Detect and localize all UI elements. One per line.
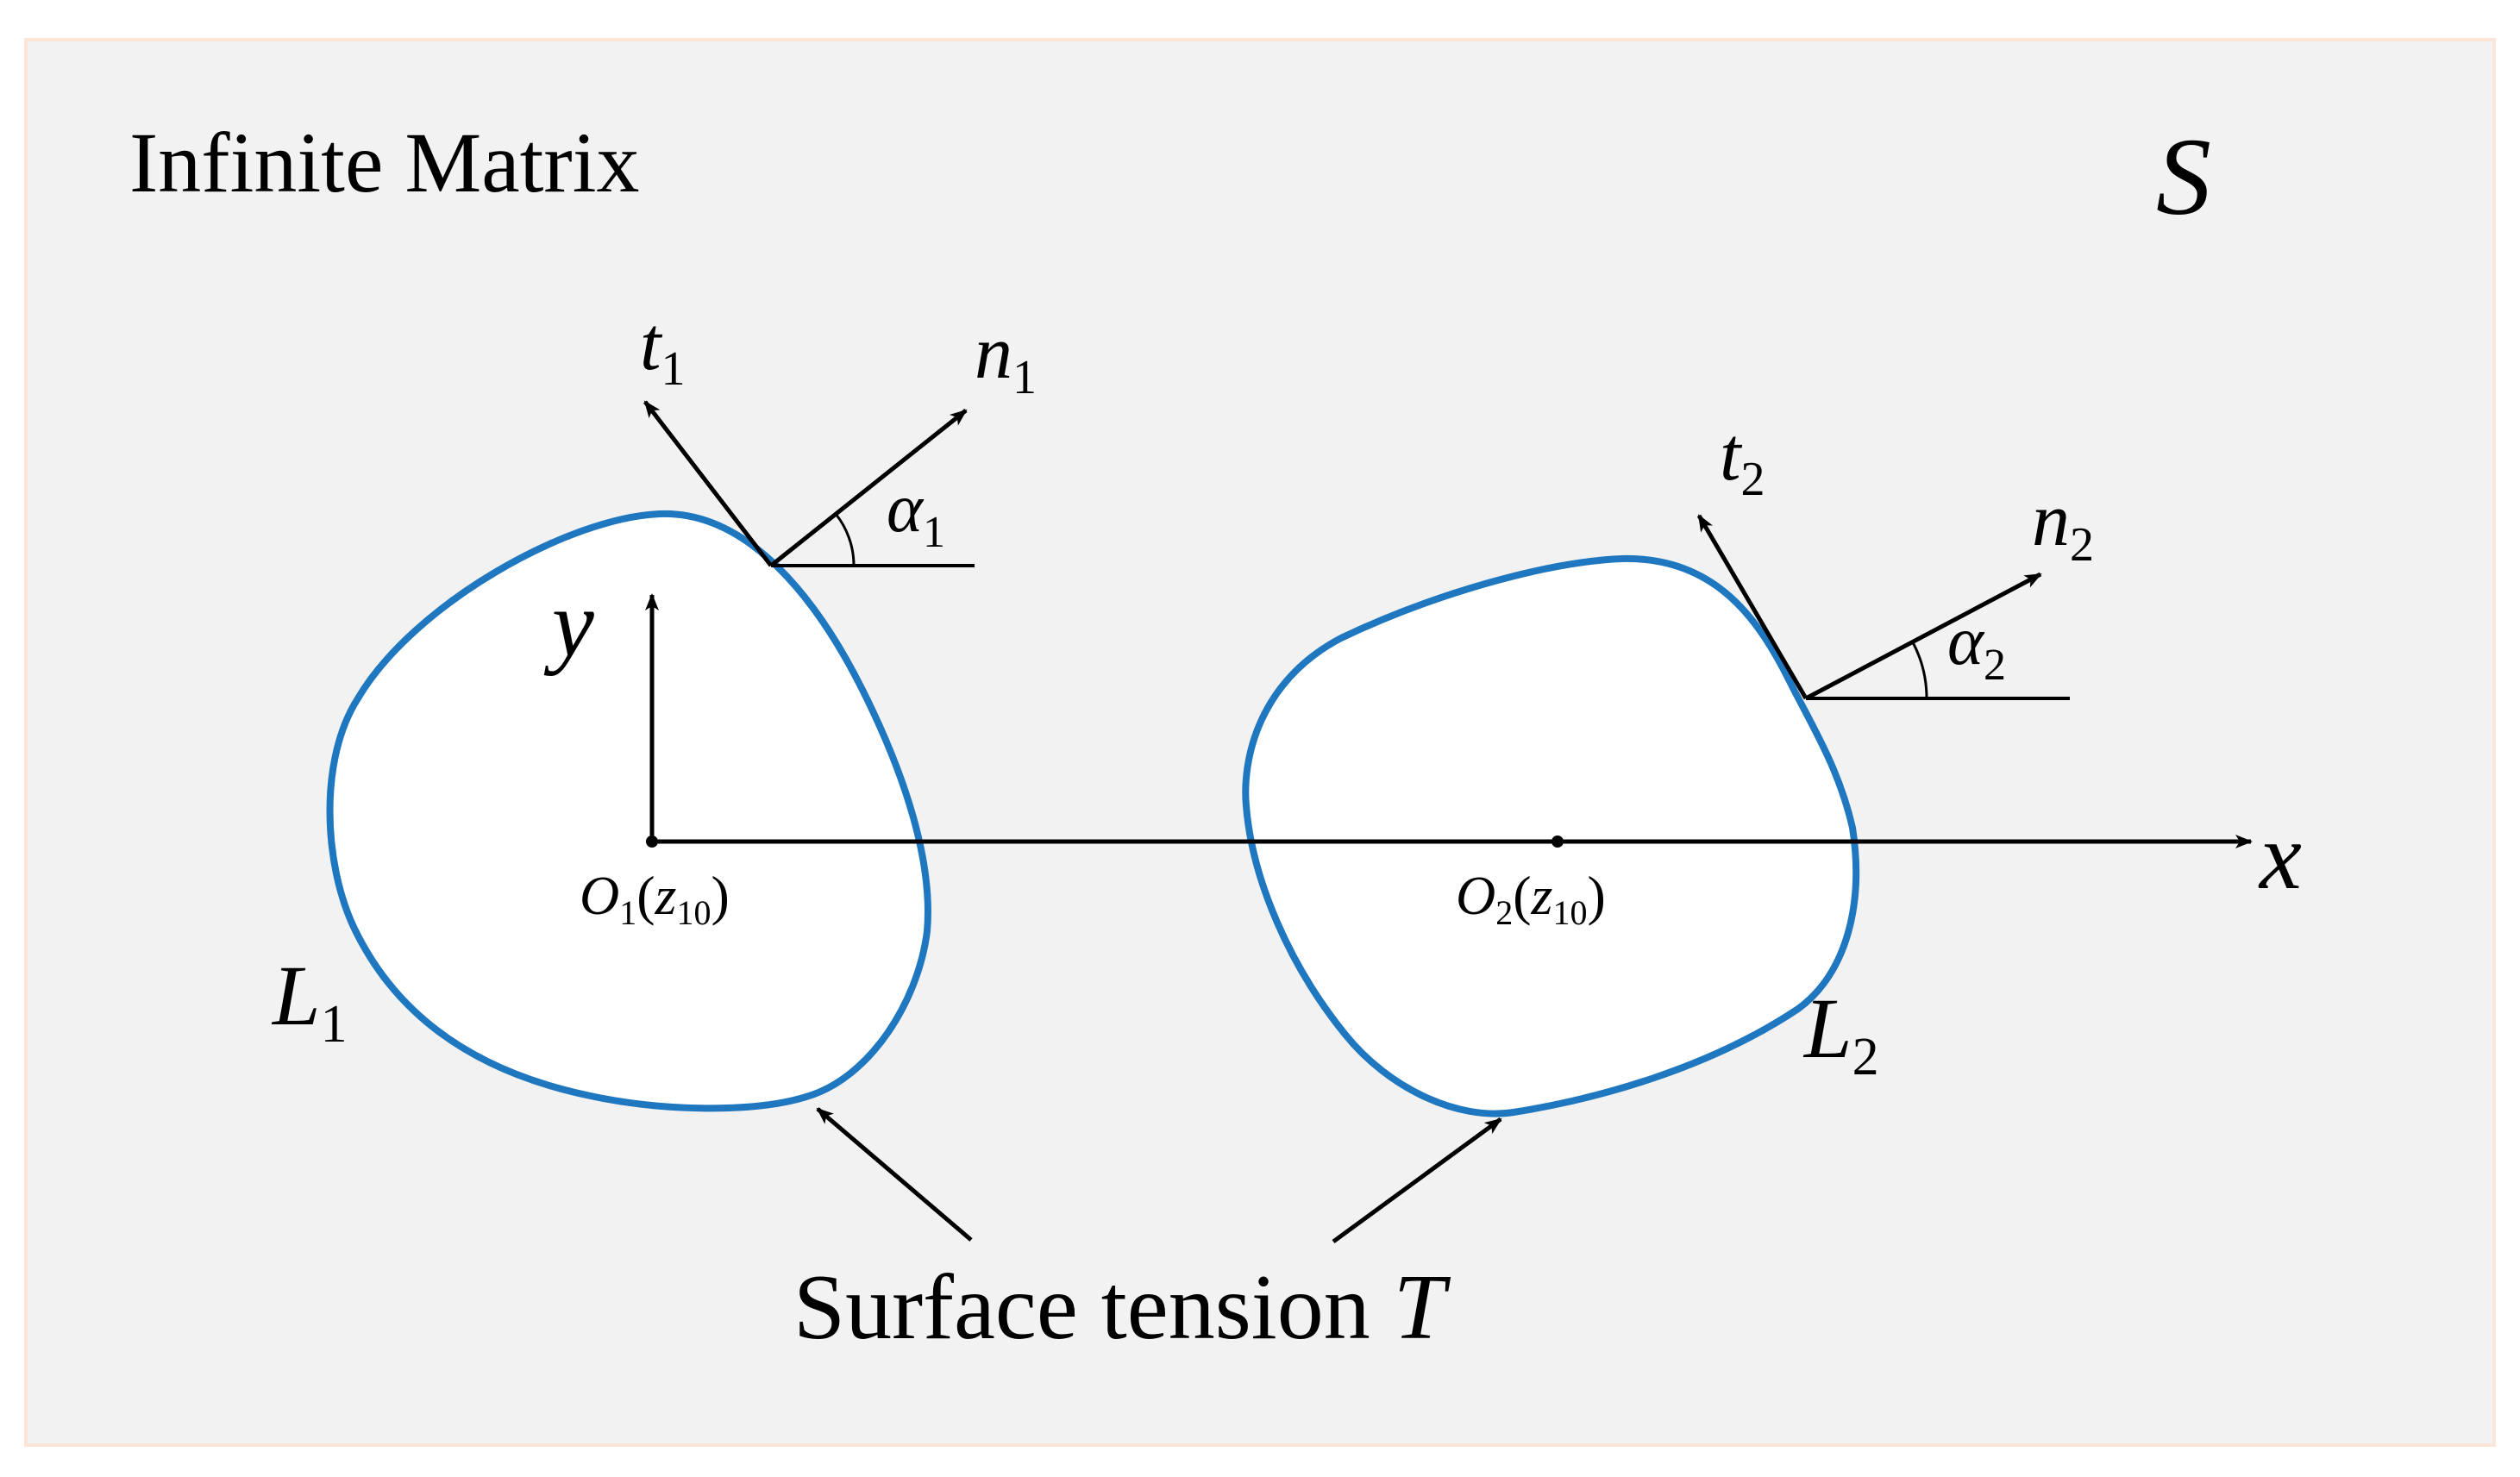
angle-1-label: α1 bbox=[887, 471, 945, 557]
surface-tension-arrow-2 bbox=[1332, 1117, 1502, 1244]
axis-x-label: x bbox=[2258, 804, 2302, 909]
tangent-1-arrow bbox=[643, 400, 773, 567]
contour-1-label: L1 bbox=[271, 948, 348, 1054]
region-label: Infinite Matrix bbox=[129, 115, 640, 210]
normal-2-label: n2 bbox=[2032, 479, 2094, 572]
domain-symbol: S bbox=[2156, 116, 2211, 238]
inclusion-1-contour bbox=[326, 510, 931, 1112]
origin-1-label: O1(z10) bbox=[580, 865, 730, 932]
normal-1-label: n1 bbox=[975, 311, 1037, 404]
inclusion-2-contour bbox=[1242, 554, 1860, 1117]
normal-2-arrow bbox=[1804, 572, 2042, 701]
angle-2-label: α2 bbox=[1947, 604, 2006, 690]
tangent-1-label: t1 bbox=[640, 303, 685, 396]
surface-tension-caption: Surface tension T bbox=[793, 1256, 1451, 1359]
angle-arc-1 bbox=[834, 513, 856, 566]
contour-2-label: L2 bbox=[1802, 980, 1879, 1086]
origin-1-dot bbox=[646, 836, 658, 848]
tangent-2-label: t2 bbox=[1720, 413, 1765, 506]
surface-tension-arrow-1 bbox=[816, 1107, 973, 1242]
origin-2-dot bbox=[1551, 836, 1564, 848]
axis-y-label: y bbox=[543, 571, 594, 676]
tangent-2-arrow bbox=[1696, 514, 1809, 700]
origin-2-label: O2(z10) bbox=[1456, 865, 1606, 932]
angle-arc-2 bbox=[1911, 641, 1928, 699]
normal-1-arrow bbox=[769, 409, 968, 567]
